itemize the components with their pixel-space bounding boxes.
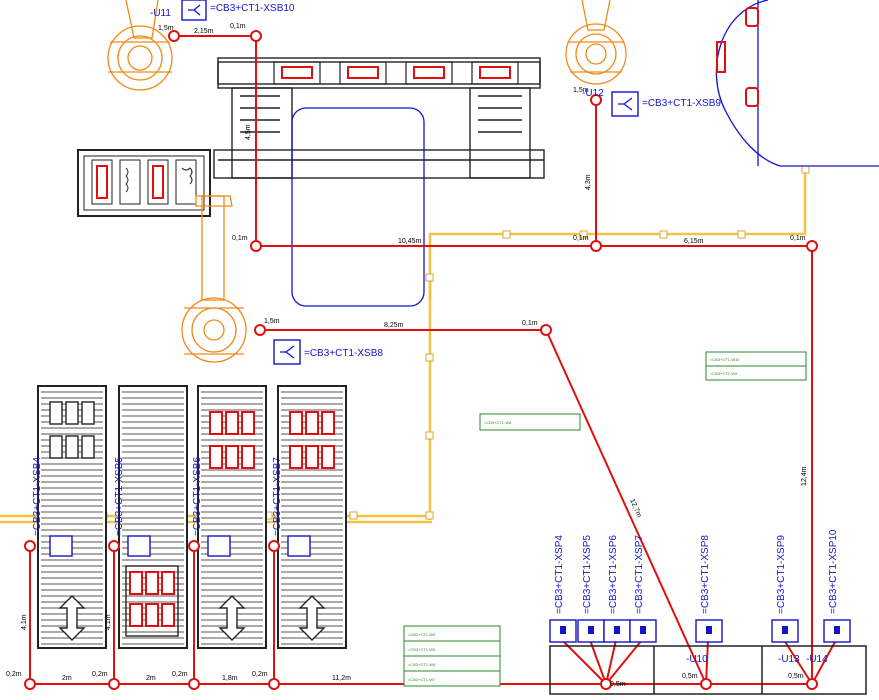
control-cabinet	[549, 645, 867, 695]
note-box-right: =CB3+CT1-W10 =CB3+CT1-W9	[705, 351, 807, 381]
note-line: =CB3+CT1-W8	[484, 420, 512, 425]
length-label: 0,2m	[92, 671, 108, 678]
length-label: 4,1m	[21, 614, 28, 630]
length-label: 0,1m	[230, 23, 246, 30]
label-u12: -U12	[582, 88, 604, 99]
length-label: 0,5m	[788, 673, 804, 680]
switch-xsb8	[273, 339, 301, 365]
length-label: 6,15m	[684, 238, 704, 245]
robot-u9	[181, 195, 247, 363]
rotary-table	[715, 0, 879, 167]
length-label: 0,1m	[232, 235, 248, 242]
label-xsp7: =CB3+CT1-XSP7	[634, 535, 645, 614]
note-box-mid: =CB3+CT1-W8	[479, 413, 581, 431]
note-line: =CB3+CT1-W6	[408, 662, 436, 667]
length-label: 1,8m	[222, 675, 238, 682]
gantry-cell-frames	[273, 61, 519, 85]
length-label: 0,2m	[172, 671, 188, 678]
length-label: 0,5m	[610, 681, 626, 688]
work-zone	[291, 107, 425, 307]
label-xsb7: =CB3+CT1-XSB7	[272, 457, 283, 536]
length-label: 2m	[62, 675, 72, 682]
tray-upper	[428, 168, 807, 300]
length-label: 0,5m	[682, 673, 698, 680]
label-xsb6: =CB3+CT1-XSB6	[192, 457, 203, 536]
switch-xsb9	[611, 91, 639, 117]
label-xsp8: =CB3+CT1-XSP8	[700, 535, 711, 614]
cable-junctions	[24, 30, 818, 690]
conveyor-direction-arrows	[58, 595, 326, 641]
gantry-cells	[281, 66, 511, 79]
label-xsp5: =CB3+CT1-XSP5	[582, 535, 593, 614]
label-xsb5: =CB3+CT1-XSB5	[114, 457, 125, 536]
length-label: 0,1m	[573, 235, 589, 242]
note-box-bottom: =CB3+CT1-W4 =CB3+CT1-W5 =CB3+CT1-W6 =CB3…	[403, 625, 501, 687]
length-label: 1,5m	[158, 25, 174, 32]
label-xsp6: =CB3+CT1-XSP6	[608, 535, 619, 614]
note-line: =CB3+CT1-W7	[408, 677, 436, 682]
length-label: 2m	[146, 675, 156, 682]
label-xsp9: =CB3+CT1-XSP9	[776, 535, 787, 614]
robot-u12	[565, 0, 627, 85]
label-xsb8: =CB3+CT1-XSB8	[304, 348, 383, 359]
length-label: 4,5m	[245, 124, 252, 140]
robot-u11	[107, 0, 173, 91]
length-label: 1,5m	[573, 87, 589, 94]
conveyor-rollers	[41, 391, 343, 645]
note-line: =CB3+CT1-W9	[710, 371, 738, 376]
label-u13: -U13	[778, 654, 800, 665]
length-label: 0,2m	[6, 671, 22, 678]
length-label: 4,1m	[105, 614, 112, 630]
length-label: 10,45m	[398, 238, 422, 245]
length-label: 0,1m	[522, 320, 538, 327]
label-xsb4: =CB3+CT1-XSB4	[32, 457, 43, 536]
label-xsp10: =CB3+CT1-XSP10	[828, 529, 839, 614]
length-label: 2,15m	[194, 28, 214, 35]
cabinet-sensor-marks	[560, 626, 840, 634]
parts-rack	[77, 149, 211, 217]
conveyor-parts	[129, 411, 335, 627]
cabinet-sensors	[549, 619, 851, 643]
note-line: =CB3+CT1-W5	[408, 647, 436, 652]
length-label: 8,25m	[384, 322, 404, 329]
length-label: 11,2m	[332, 675, 351, 682]
length-label: 1,5m	[264, 318, 280, 325]
label-xsp4: =CB3+CT1-XSP4	[554, 535, 565, 614]
length-label: 12,4m	[801, 466, 808, 486]
label-u14: -U14	[806, 654, 828, 665]
label-xsb9: =CB3+CT1-XSB9	[642, 98, 721, 109]
label-xsb10: =CB3+CT1-XSB10	[210, 3, 295, 14]
conveyor-switch-boxes	[49, 535, 311, 557]
length-label: 0,1m	[790, 235, 806, 242]
conveyor-parts-empty	[49, 401, 179, 637]
note-line: =CB3+CT1-W4	[408, 632, 436, 637]
length-label: 4,3m	[585, 174, 592, 190]
note-line: =CB3+CT1-W10	[710, 357, 740, 362]
switch-xsb10	[181, 0, 207, 21]
length-label: 0,2m	[252, 671, 268, 678]
label-u11: -U11	[150, 8, 171, 19]
label-u10: -U10	[686, 654, 708, 665]
